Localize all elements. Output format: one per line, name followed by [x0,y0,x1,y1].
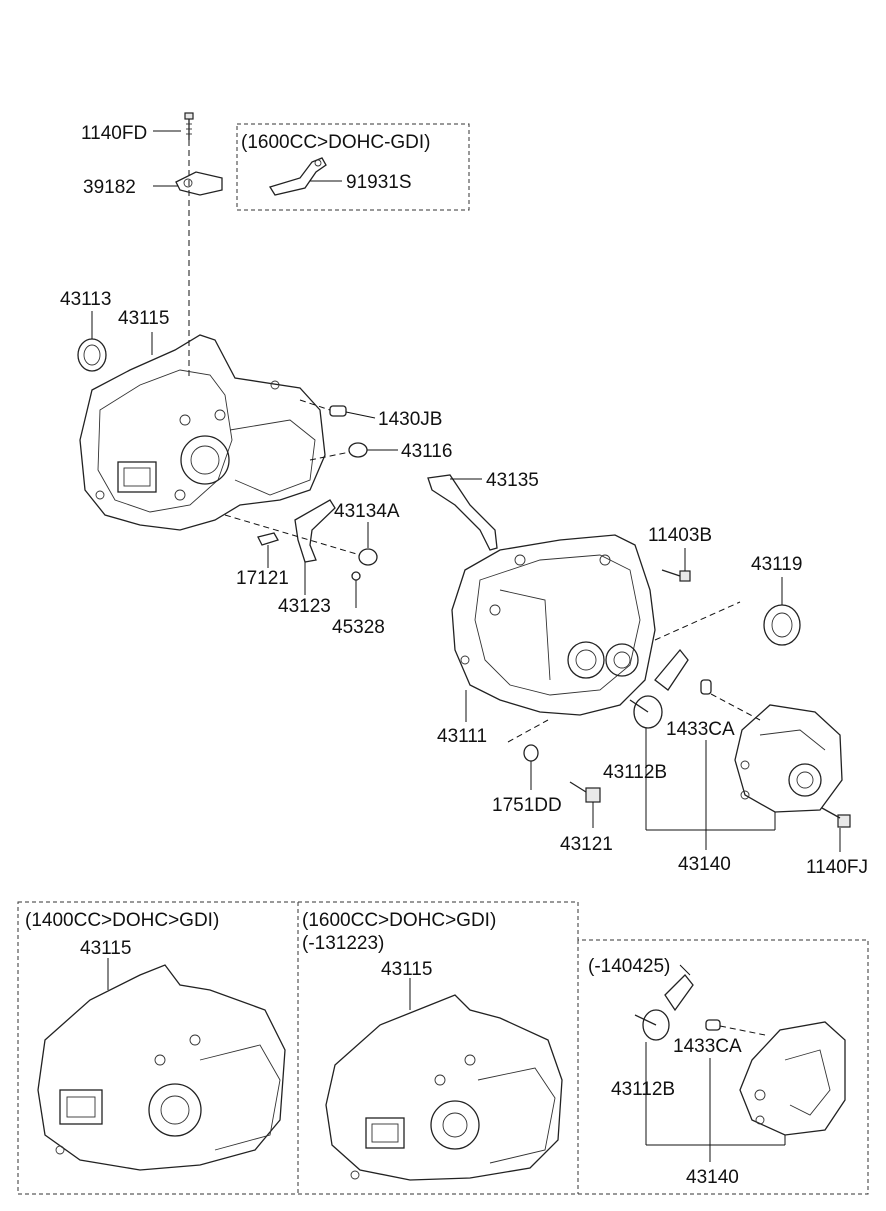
seal-43119-part [763,604,801,646]
pin-1433CA-variant-part [705,1019,721,1031]
washer-43116-part [348,442,368,458]
box2-title: (1600CC>DOHC>GDI) [302,910,496,931]
label-17121: 17121 [236,568,289,589]
bolt-1140FD-part [184,112,194,140]
bolt-1140FJ-part [821,807,851,828]
bolt-45328-part [351,571,361,581]
rear-cover-43140-part [734,704,843,813]
box3-43140-label: 43140 [686,1167,739,1188]
label-1751DD: 1751DD [492,795,562,816]
bolt-11403B-part [661,569,691,582]
bracket-91931S-part [268,157,327,196]
label-39182: 39182 [83,177,136,198]
label-1140FJ: 1140FJ [806,857,868,878]
label-43119: 43119 [751,554,802,575]
seal-43123-part [358,548,378,566]
washer-1751DD-part [523,744,539,762]
label-1430JB: 1430JB [378,409,442,430]
label-43140: 43140 [678,854,731,875]
label-43123: 43123 [278,596,331,617]
bracket-43135-part [427,474,498,551]
box2-part-label: 43115 [381,959,432,980]
clip-17121-part [257,532,279,546]
housing-1600cc-part [325,994,563,1181]
gdi-option-box [236,123,470,211]
box3-1433CA-label: 1433CA [673,1036,742,1057]
pin-1433CA-part [700,679,712,695]
box3-title: (-140425) [588,956,670,977]
box2-subtitle: (-131223) [302,933,384,954]
label-43116: 43116 [401,441,452,462]
clutch-housing-43115-part [79,334,326,531]
label-gdi-note: (1600CC>DOHC-GDI) [241,132,431,153]
label-43113: 43113 [60,289,111,310]
box1-title: (1400CC>DOHC>GDI) [25,910,219,931]
label-11403B: 11403B [648,525,712,546]
lever-43134A-part [294,499,336,563]
label-43111: 43111 [437,726,487,747]
box3-43112B-label: 43112B [611,1079,675,1100]
label-43115: 43115 [118,308,169,329]
label-43112B: 43112B [603,762,667,783]
label-43134A: 43134A [334,501,400,522]
oil-plug-43112B-variant-part [634,974,694,1041]
seal-43113-part [77,338,107,372]
oil-plug-43112B-part [629,648,689,729]
rear-cover-43140-variant-part [739,1021,846,1136]
transaxle-case-43111-part [451,534,656,716]
label-1433CA: 1433CA [666,719,735,740]
label-43121: 43121 [560,834,613,855]
box1-part-label: 43115 [80,938,131,959]
bracket-39182-part [175,171,223,196]
label-91931S: 91931S [346,172,412,193]
pin-1430JB-part [329,405,347,417]
housing-1400cc-part [37,964,286,1171]
label-1140FD: 1140FD [81,123,147,144]
label-43135: 43135 [486,470,539,491]
plug-43121-part [569,781,601,803]
label-45328: 45328 [332,617,385,638]
variant-boxes-frame [17,901,869,1195]
